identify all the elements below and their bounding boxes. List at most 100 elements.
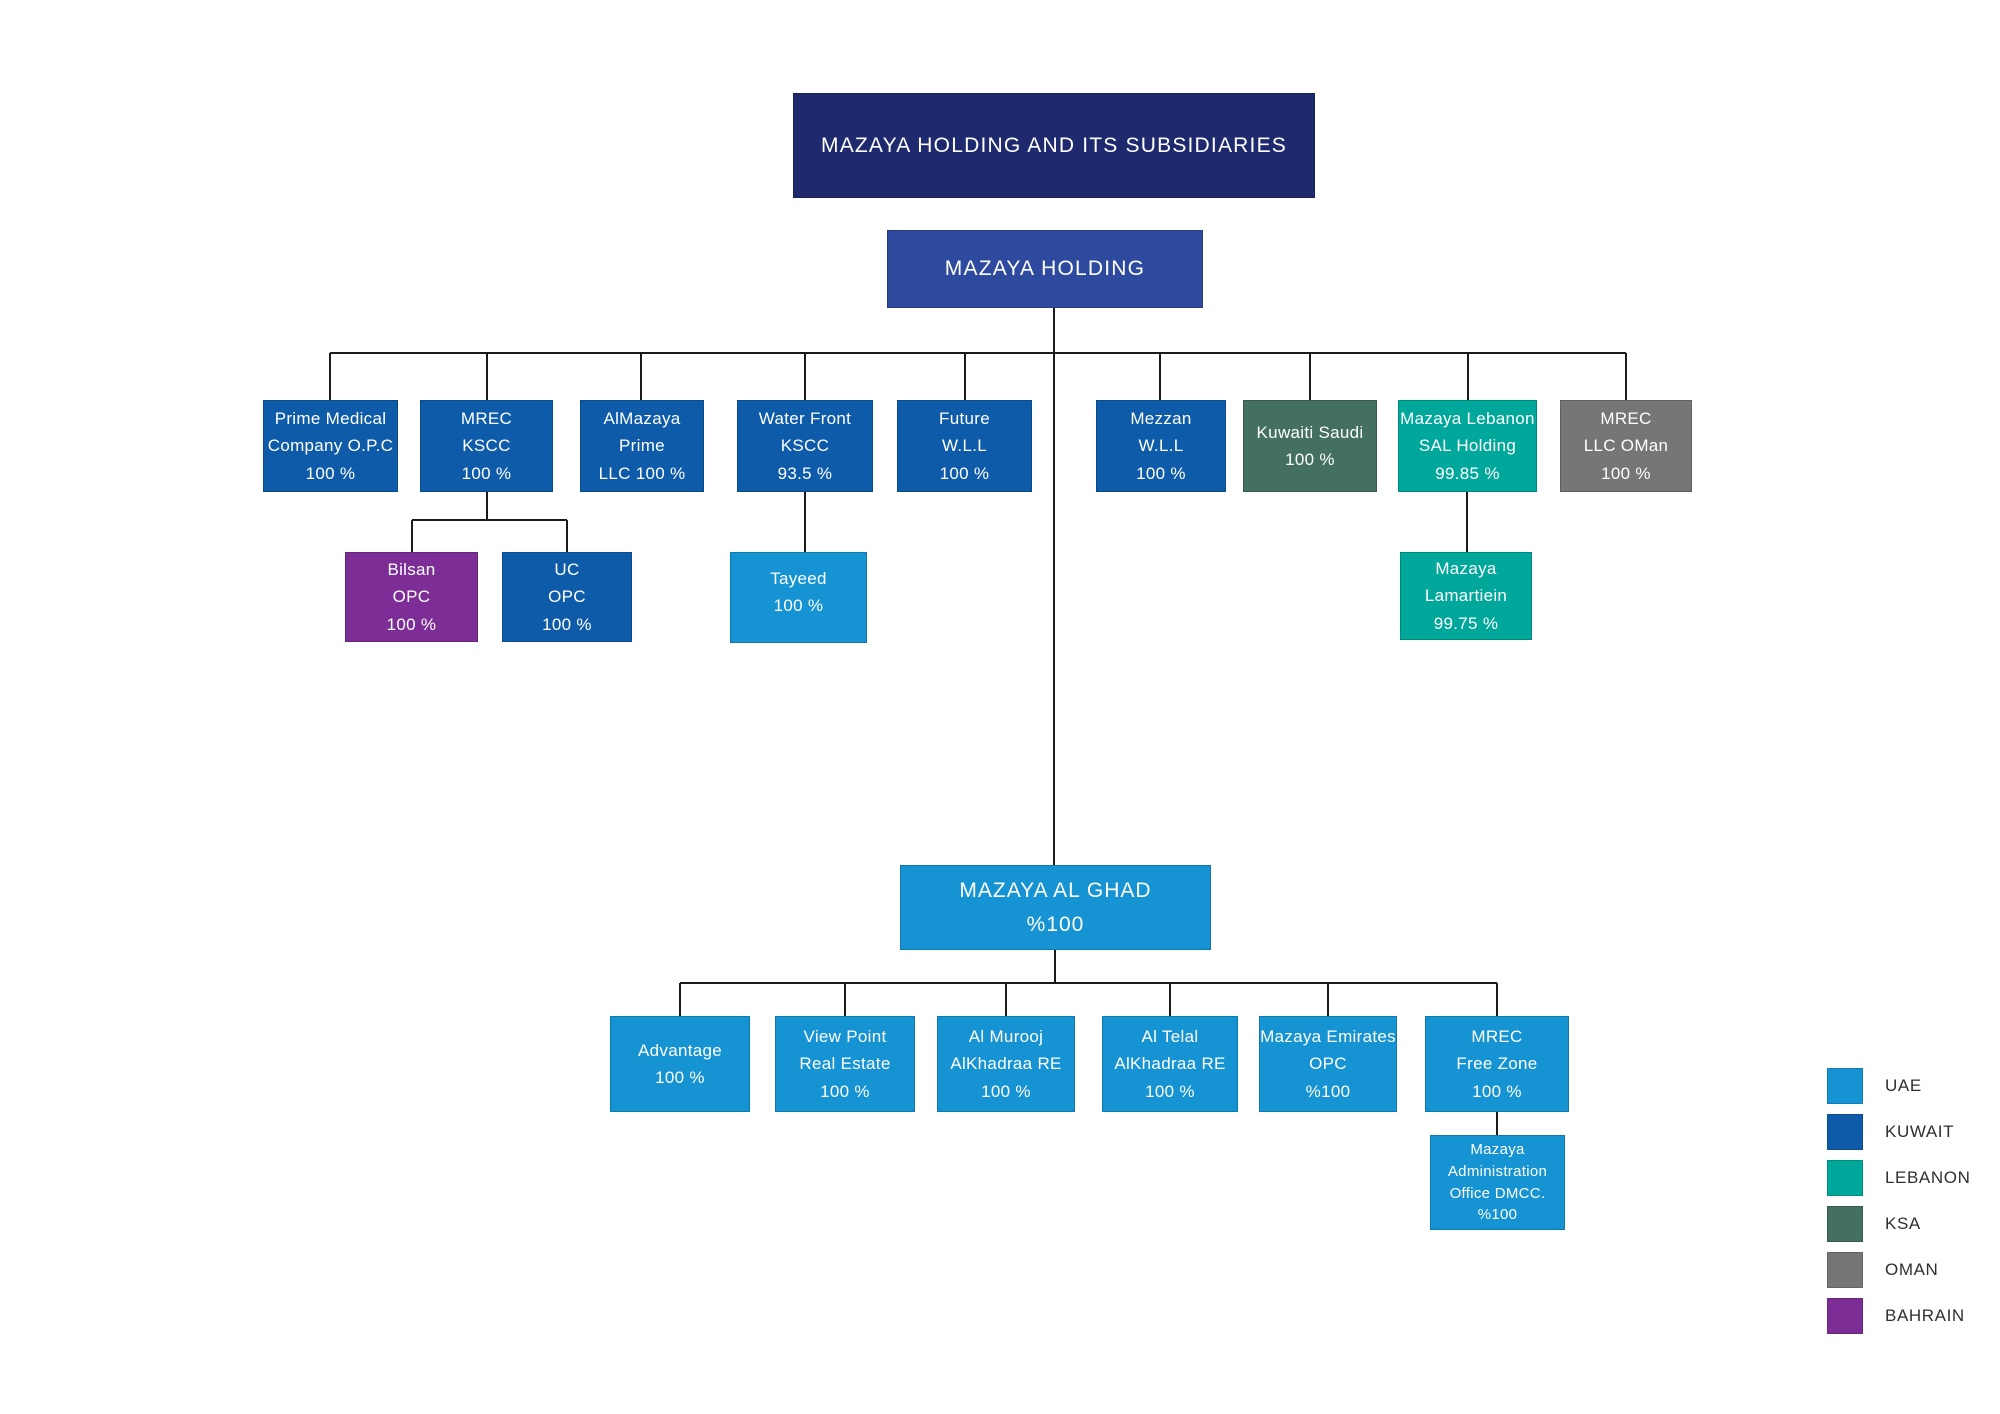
node-line: 100 % bbox=[1285, 450, 1335, 469]
uae-color-swatch bbox=[1827, 1068, 1863, 1104]
root-node-mazaya-holding: MAZAYA HOLDING bbox=[887, 230, 1203, 308]
node-line: 99.85 % bbox=[1435, 463, 1500, 483]
node-line: AlKhadraa RE bbox=[950, 1054, 1062, 1074]
legend-item-kuwait: KUWAIT bbox=[1827, 1114, 1970, 1150]
node-line: KSCC bbox=[462, 436, 511, 456]
node-line: OPC bbox=[548, 587, 586, 607]
node-line: Bilsan bbox=[387, 560, 436, 580]
node-line: Kuwaiti Saudi bbox=[1256, 422, 1364, 442]
node-line: Advantage bbox=[638, 1040, 722, 1060]
node-line: SAL Holding bbox=[1418, 436, 1517, 456]
node-line: Tayeed bbox=[770, 569, 827, 588]
node-line: AlMazaya bbox=[603, 409, 681, 429]
node-line: Office DMCC. bbox=[1449, 1184, 1546, 1202]
legend-item-bahrain: BAHRAIN bbox=[1827, 1298, 1970, 1334]
org-node-prime-medical: Prime Medical Company O.P.C 100 % bbox=[263, 400, 398, 492]
org-node-mrec-oman: MREC LLC OMan 100 % bbox=[1560, 400, 1692, 492]
node-line: 100 % bbox=[542, 614, 592, 634]
node-line: Al Telal bbox=[1141, 1027, 1199, 1047]
oman-color-swatch bbox=[1827, 1252, 1863, 1288]
org-node-bilsan: Bilsan OPC 100 % bbox=[345, 552, 478, 642]
org-node-almazaya-prime: AlMazaya Prime LLC 100 % bbox=[580, 400, 704, 492]
org-node-uc-opc: UC OPC 100 % bbox=[502, 552, 632, 642]
node-line: Prime bbox=[619, 436, 665, 456]
node-line: 100 % bbox=[461, 463, 512, 483]
node-line: Company O.P.C bbox=[267, 436, 394, 456]
org-node-kuwaiti-saudi: Kuwaiti Saudi 100 % bbox=[1243, 400, 1377, 492]
root-label: MAZAYA HOLDING bbox=[944, 257, 1146, 281]
legend-label: KSA bbox=[1885, 1214, 1921, 1233]
bahrain-color-swatch bbox=[1827, 1298, 1863, 1334]
org-node-mezzan: Mezzan W.L.L 100 % bbox=[1096, 400, 1226, 492]
legend-label: BAHRAIN bbox=[1885, 1306, 1965, 1325]
node-line: Free Zone bbox=[1456, 1054, 1538, 1074]
node-line: LLC 100 % bbox=[598, 463, 686, 483]
legend-item-ksa: KSA bbox=[1827, 1206, 1970, 1242]
legend-item-lebanon: LEBANON bbox=[1827, 1160, 1970, 1196]
legend-label: KUWAIT bbox=[1885, 1122, 1955, 1141]
node-line: KSCC bbox=[780, 436, 830, 456]
node-line: %100 bbox=[1477, 1206, 1518, 1224]
org-node-mazaya-administration-office: Mazaya Administration Office DMCC. %100 bbox=[1430, 1135, 1565, 1230]
node-line: W.L.L bbox=[942, 436, 987, 456]
legend-label: LEBANON bbox=[1885, 1168, 1971, 1187]
node-line: 100 % bbox=[386, 614, 437, 634]
node-line: Lamartiein bbox=[1424, 586, 1508, 606]
node-line: LLC OMan bbox=[1583, 436, 1669, 456]
org-node-mazaya-lamartiein: Mazaya Lamartiein 99.75 % bbox=[1400, 552, 1532, 640]
node-line: 100 % bbox=[1145, 1081, 1195, 1101]
org-node-mrec-kscc: MREC KSCC 100 % bbox=[420, 400, 553, 492]
node-line: 100 % bbox=[305, 463, 356, 483]
banner-title: MAZAYA HOLDING AND ITS SUBSIDIARIES bbox=[793, 93, 1315, 198]
legend-label: OMAN bbox=[1885, 1260, 1939, 1279]
node-line: MREC bbox=[1471, 1027, 1523, 1047]
country-legend: UAE KUWAIT LEBANON KSA OMAN BAHRAIN bbox=[1827, 1068, 1970, 1344]
org-node-mazaya-lebanon: Mazaya Lebanon SAL Holding 99.85 % bbox=[1398, 400, 1537, 492]
node-line: %100 bbox=[1305, 1081, 1351, 1101]
node-line: W.L.L bbox=[1138, 436, 1184, 456]
node-line: OPC bbox=[392, 587, 431, 607]
banner-label: MAZAYA HOLDING AND ITS SUBSIDIARIES bbox=[821, 133, 1287, 157]
org-node-water-front: Water Front KSCC 93.5 % bbox=[737, 400, 873, 492]
ksa-color-swatch bbox=[1827, 1206, 1863, 1242]
node-line: View Point bbox=[803, 1027, 887, 1047]
node-line: Water Front bbox=[758, 409, 852, 429]
node-line: Administration bbox=[1447, 1162, 1548, 1180]
node-line: Mazaya bbox=[1435, 559, 1497, 579]
legend-item-oman: OMAN bbox=[1827, 1252, 1970, 1288]
org-node-future: Future W.L.L 100 % bbox=[897, 400, 1032, 492]
node-line: 100 % bbox=[1136, 463, 1186, 483]
node-line: 100 % bbox=[1601, 463, 1651, 483]
node-line: 99.75 % bbox=[1433, 613, 1499, 633]
org-node-advantage: Advantage 100 % bbox=[610, 1016, 750, 1112]
node-line: %100 bbox=[1026, 912, 1085, 936]
org-node-mrec-free-zone: MREC Free Zone 100 % bbox=[1425, 1016, 1569, 1112]
org-node-al-telal: Al Telal AlKhadraa RE 100 % bbox=[1102, 1016, 1238, 1112]
node-line: 93.5 % bbox=[777, 463, 833, 483]
node-line: Real Estate bbox=[799, 1054, 891, 1074]
node-line: 100 % bbox=[939, 463, 990, 483]
node-line: 100 % bbox=[655, 1068, 705, 1087]
node-line: 100 % bbox=[820, 1081, 870, 1101]
node-line: Al Murooj bbox=[968, 1027, 1044, 1047]
node-line: 100 % bbox=[1472, 1081, 1522, 1101]
org-node-al-murooj: Al Murooj AlKhadraa RE 100 % bbox=[937, 1016, 1075, 1112]
node-line: OPC bbox=[1309, 1054, 1347, 1074]
node-line: 100 % bbox=[773, 596, 824, 616]
node-line: 100 % bbox=[981, 1081, 1031, 1101]
node-line: Mazaya bbox=[1470, 1141, 1525, 1158]
org-node-tayeed: Tayeed 100 % bbox=[730, 552, 867, 643]
node-line: MREC bbox=[460, 409, 513, 429]
org-node-mazaya-emirates: Mazaya Emirates OPC %100 bbox=[1259, 1016, 1397, 1112]
node-line: Mezzan bbox=[1130, 409, 1192, 429]
node-line: Future bbox=[939, 409, 990, 429]
node-line: UC bbox=[554, 560, 580, 580]
node-line: AlKhadraa RE bbox=[1114, 1054, 1226, 1074]
node-line: Mazaya Emirates bbox=[1260, 1027, 1396, 1047]
legend-item-uae: UAE bbox=[1827, 1068, 1970, 1104]
legend-label: UAE bbox=[1885, 1076, 1922, 1095]
lebanon-color-swatch bbox=[1827, 1160, 1863, 1196]
org-node-view-point: View Point Real Estate 100 % bbox=[775, 1016, 915, 1112]
